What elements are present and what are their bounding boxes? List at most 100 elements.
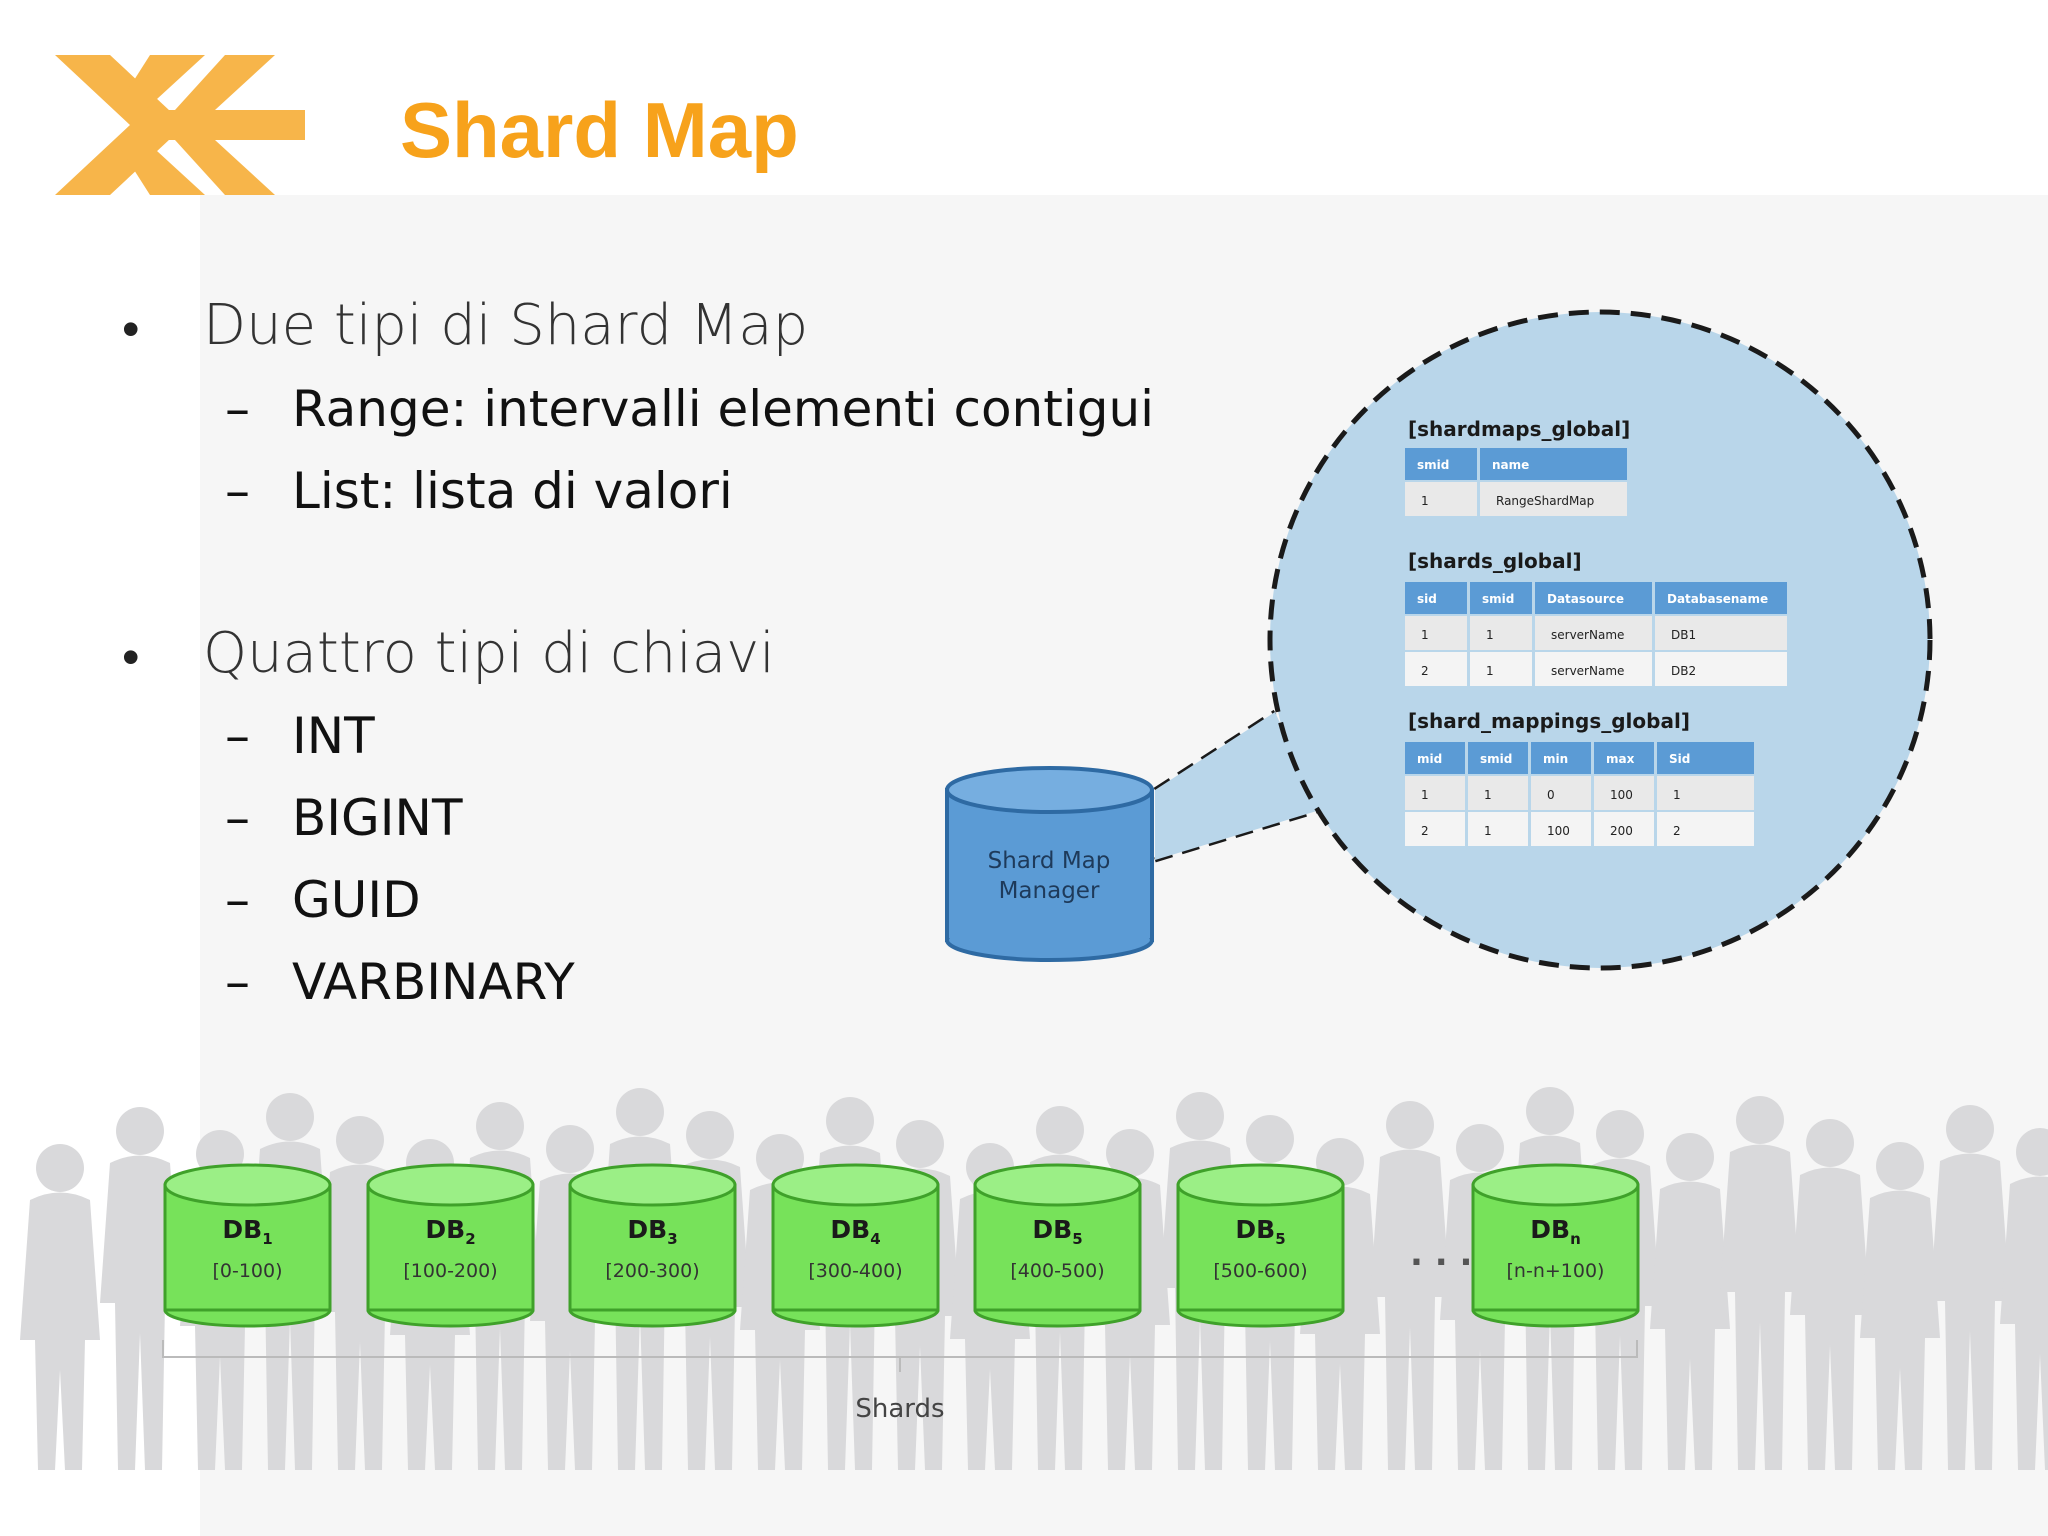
table-cell — [1470, 616, 1532, 650]
shard-name: DB2 — [425, 1215, 475, 1248]
logo-icon — [55, 55, 305, 195]
table-header-cell — [1405, 582, 1467, 614]
shard-db-1: DB1[0-100) — [163, 1163, 332, 1328]
table-header-cell — [1405, 448, 1477, 480]
table-cell-text: 0 — [1547, 788, 1555, 802]
table-cell — [1657, 812, 1754, 846]
shard-db-6: DB5 [500-600) — [1176, 1163, 1345, 1328]
subitem-range: Range: intervalli elementi contigui — [292, 380, 1155, 438]
dash-marker: – — [225, 707, 250, 765]
table-cell-text: 1 — [1421, 788, 1429, 802]
shard-db-7: DBn[n-n+100) — [1471, 1163, 1640, 1328]
shards-ellipsis: . . . — [1410, 1234, 1472, 1274]
table-cell — [1594, 776, 1654, 810]
bullet-dot: • — [122, 301, 140, 357]
table-cell-text: DB2 — [1671, 664, 1696, 678]
dash-marker: – — [225, 871, 250, 929]
table-header-text: name — [1492, 458, 1529, 472]
shard-range: [300-400) — [808, 1260, 902, 1282]
shards-row: DB1[0-100) DB2 [100-200) DB3[200-300)DB4[30… — [163, 1163, 1640, 1328]
table-cell — [1535, 616, 1652, 650]
shard-name: DB1 — [222, 1215, 272, 1248]
table-cell — [1535, 652, 1652, 686]
table-cell-text: 1 — [1673, 788, 1681, 802]
metadata-tables: [shardmaps_global]smid1nameRangeShardMap… — [1405, 417, 1787, 846]
shard-range: [500-600) — [1213, 1260, 1307, 1282]
shards-label: Shards — [855, 1394, 944, 1424]
table-header-text: Databasename — [1667, 592, 1768, 606]
table-mappings-title: [shard_mappings_global] — [1408, 709, 1690, 733]
table-cell-text: 1 — [1486, 628, 1494, 642]
table-header-cell — [1468, 742, 1528, 774]
table-cell-text: 2 — [1421, 664, 1429, 678]
table-cell — [1405, 652, 1467, 686]
dash-marker: – — [225, 953, 250, 1011]
table-header-cell — [1655, 582, 1787, 614]
manager-label-line2: Manager — [999, 878, 1100, 904]
table-header-text: smid — [1480, 752, 1512, 766]
table-header-text: min — [1543, 752, 1568, 766]
subitem-bigint: BIGINT — [292, 789, 463, 847]
table-cell-text: 100 — [1610, 788, 1633, 802]
table-cell — [1655, 616, 1787, 650]
subitem-varbinary: VARBINARY — [292, 953, 575, 1011]
table-cell — [1657, 776, 1754, 810]
table-cell-text: 1 — [1421, 628, 1429, 642]
shard-db-4: DB4[300-400) — [771, 1163, 940, 1328]
table-cell-text: 1 — [1421, 494, 1429, 508]
shard-range: [100-200) — [403, 1260, 497, 1282]
table-mappings: [shard_mappings_global]mid 1 2 smid 1 1 min 0 10… — [1405, 709, 1754, 846]
dash-marker: – — [225, 789, 250, 847]
table-cell — [1470, 652, 1532, 686]
table-header-text: Datasource — [1547, 592, 1624, 606]
table-header-cell — [1594, 742, 1654, 774]
subitem-int: INT — [292, 707, 375, 765]
table-header-text: max — [1606, 752, 1635, 766]
shard-db-2: DB2 [100-200) — [366, 1163, 535, 1328]
table-cell-text: RangeShardMap — [1496, 494, 1594, 508]
table-cell — [1468, 812, 1528, 846]
table-cell — [1405, 616, 1467, 650]
table-cell-text: 200 — [1610, 824, 1633, 838]
table-cell-text: 1 — [1486, 664, 1494, 678]
table-cell — [1531, 776, 1591, 810]
table-cell-text: 2 — [1421, 824, 1429, 838]
dash-marker: – — [225, 462, 250, 520]
table-cell — [1405, 812, 1465, 846]
table-header-text: Sid — [1669, 752, 1690, 766]
subitem-guid: GUID — [292, 871, 421, 929]
bullet-item-shard-map-types: Due tipi di Shard Map — [203, 293, 809, 358]
subitem-list: List: lista di valori — [292, 462, 733, 520]
shard-name: DB5 — [1032, 1215, 1082, 1248]
table-cell — [1531, 812, 1591, 846]
table-cell-text: serverName — [1551, 628, 1624, 642]
table-shards: [shards_global]sid 1 2 smid 1 1 Datasource serv… — [1405, 549, 1787, 686]
table-header-text: smid — [1482, 592, 1514, 606]
table-header-text: mid — [1417, 752, 1442, 766]
shard-range: [200-300) — [605, 1260, 699, 1282]
table-header-cell — [1657, 742, 1754, 774]
shard-name: DB5 — [1235, 1215, 1285, 1248]
table-header-cell — [1480, 448, 1627, 480]
shard-map-manager-cylinder: Shard Map Manager — [945, 766, 1154, 962]
shard-db-3: DB3[200-300) — [568, 1163, 737, 1328]
table-cell-text: 1 — [1484, 824, 1492, 838]
shard-range: [n-n+100) — [1507, 1260, 1605, 1282]
table-shards-title: [shards_global] — [1408, 549, 1582, 573]
table-cell-text: DB1 — [1671, 628, 1696, 642]
manager-label-line1: Shard Map — [988, 848, 1111, 874]
table-cell-text: 100 — [1547, 824, 1570, 838]
table-cell — [1655, 652, 1787, 686]
shard-db-5: DB5 [400-500) — [973, 1163, 1142, 1328]
table-cell-text: 1 — [1484, 788, 1492, 802]
bullet-item-key-types: Quattro tipi di chiavi — [203, 621, 775, 686]
page-title: Shard Map — [400, 86, 799, 174]
table-header-text: sid — [1417, 592, 1437, 606]
table-header-text: smid — [1417, 458, 1449, 472]
shard-range: [400-500) — [1010, 1260, 1104, 1282]
table-cell — [1468, 776, 1528, 810]
table-cell-text: serverName — [1551, 664, 1624, 678]
bullet-dot: • — [122, 629, 140, 685]
dash-marker: – — [225, 380, 250, 438]
